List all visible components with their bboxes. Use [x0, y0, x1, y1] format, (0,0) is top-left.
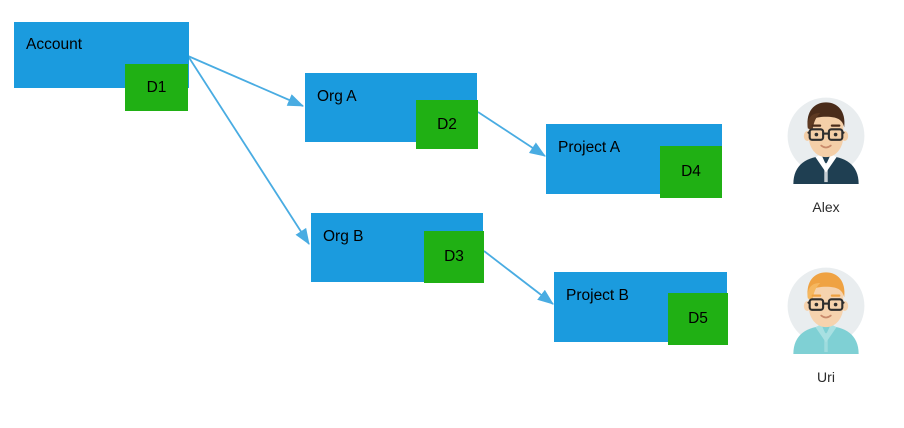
person-avatar-icon	[787, 267, 865, 354]
node-org-b-domain-badge[interactable]: D3	[424, 231, 484, 283]
node-project-a-domain-badge[interactable]: D4	[660, 146, 722, 198]
node-account[interactable]: Account D1	[14, 22, 189, 111]
node-account-domain-label: D1	[146, 78, 167, 96]
person-uri[interactable]: Uri	[778, 258, 874, 384]
node-project-b-label: Project B	[566, 287, 629, 304]
connector-org-b-to-project-b	[483, 250, 554, 305]
node-org-a[interactable]: Org A D2	[305, 73, 478, 149]
connector-account-to-org-b	[187, 55, 310, 245]
person-alex[interactable]: Alex	[778, 88, 874, 214]
person-alex-name: Alex	[812, 199, 840, 215]
node-org-b-label: Org B	[323, 228, 364, 245]
node-org-b-domain-label: D3	[444, 248, 464, 266]
node-org-a-domain-badge[interactable]: D2	[416, 100, 478, 149]
connector-account-to-org-a	[187, 55, 304, 107]
node-project-a-label: Project A	[558, 139, 621, 156]
node-project-a-domain-label: D4	[681, 163, 701, 181]
person-avatar-icon	[787, 97, 865, 184]
node-account-label: Account	[26, 36, 83, 53]
node-org-a-label: Org A	[317, 88, 357, 105]
connector-org-a-to-project-a	[477, 111, 546, 157]
node-project-b-domain-label: D5	[688, 310, 708, 328]
node-project-b[interactable]: Project B D5	[554, 272, 728, 345]
node-project-a[interactable]: Project A D4	[546, 124, 722, 198]
node-org-b[interactable]: Org B D3	[311, 213, 484, 283]
node-org-a-domain-label: D2	[437, 115, 457, 133]
node-account-domain-badge[interactable]: D1	[125, 64, 188, 111]
node-project-b-domain-badge[interactable]: D5	[668, 293, 728, 345]
person-uri-name: Uri	[817, 369, 835, 385]
